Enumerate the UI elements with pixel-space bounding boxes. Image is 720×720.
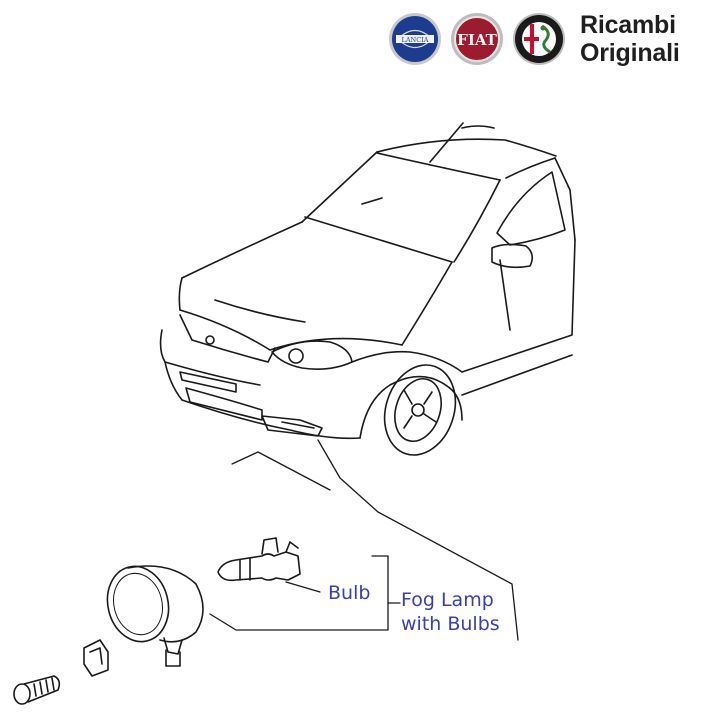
- clip-drawing: [83, 639, 109, 677]
- brand-header: LANCIA FIAT Ricambi: [388, 8, 680, 70]
- leader-lines: [231, 439, 519, 641]
- bulb-drawing: [217, 537, 301, 582]
- brand-title: Ricambi Originali: [580, 11, 680, 67]
- brand-line-2: Originali: [580, 39, 680, 67]
- fog-lamp-label-line-1: Fog Lamp: [401, 589, 494, 611]
- lancia-logo: LANCIA: [388, 12, 442, 66]
- fog-lamp-label-line-2: with Bulbs: [401, 613, 500, 635]
- svg-text:LANCIA: LANCIA: [402, 36, 429, 44]
- bulb-label: Bulb: [328, 582, 371, 604]
- callout-brackets: [209, 555, 401, 631]
- fog-lamp-drawing: [106, 565, 204, 667]
- car-drawing: [159, 122, 576, 456]
- fog-lamp-label: Fog Lamp with Bulbs: [401, 588, 500, 636]
- fiat-logo: FIAT: [450, 12, 504, 66]
- brand-line-1: Ricambi: [580, 11, 676, 39]
- screw-drawing: [13, 675, 61, 705]
- alfa-romeo-logo: [512, 12, 566, 66]
- svg-text:FIAT: FIAT: [457, 31, 497, 49]
